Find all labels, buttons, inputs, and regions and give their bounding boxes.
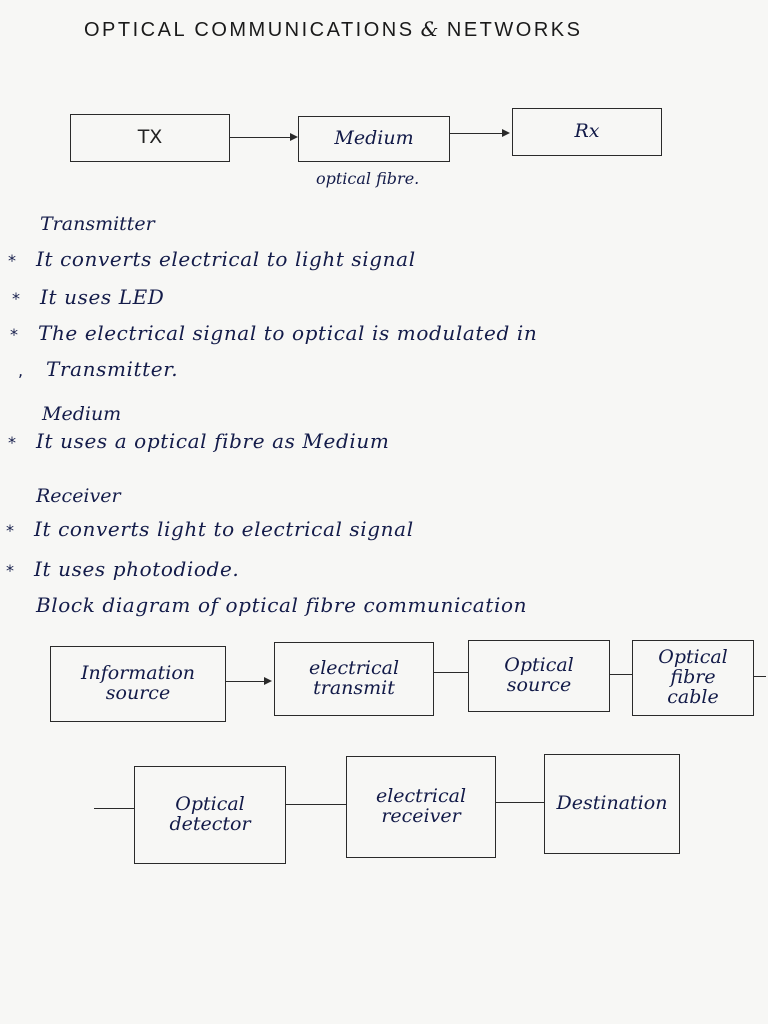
medium-caption: optical fibre. <box>316 169 420 188</box>
tx-medium-connector <box>230 137 292 138</box>
bullet: * <box>6 521 15 540</box>
title-ampersand: & <box>420 17 441 41</box>
block-label: Information source <box>80 662 196 704</box>
block-label: electrical transmit <box>308 657 400 699</box>
connector <box>434 672 468 673</box>
medium-label: Medium <box>334 127 414 150</box>
tx-block: TX <box>70 114 230 162</box>
bullet: * <box>12 289 21 308</box>
bullet: * <box>6 561 15 580</box>
block-label: Optical fibre cable <box>658 646 728 708</box>
page-title: OPTICAL COMMUNICATIONS&NETWORKS <box>84 18 582 41</box>
transmitter-heading: Transmitter <box>40 213 155 235</box>
destination-block: Destination <box>544 754 680 854</box>
medium-heading: Medium <box>42 403 122 425</box>
arrow-head <box>264 677 272 685</box>
receiver-line: *It uses photodiode. <box>6 557 240 581</box>
optical-fibre-cable-block: Optical fibre cable <box>632 640 754 716</box>
medium-block: Medium <box>298 116 450 162</box>
medium-line: *It uses a optical fibre as Medium <box>8 429 390 453</box>
bullet: , <box>18 361 24 380</box>
block-label: electrical receiver <box>375 785 467 827</box>
block-label: Optical detector <box>169 793 251 835</box>
receiver-line: *It converts light to electrical signal <box>6 517 414 541</box>
transmitter-line: *The electrical signal to optical is mod… <box>10 321 538 345</box>
connector <box>94 808 134 809</box>
connector <box>610 674 632 675</box>
transmitter-line: ,Transmitter. <box>18 357 179 381</box>
connector <box>226 681 266 682</box>
medium-rx-connector <box>450 133 504 134</box>
rx-block: Rx <box>512 108 662 156</box>
arrow-head <box>290 133 298 141</box>
transmitter-line: *It converts electrical to light signal <box>8 247 416 271</box>
title-right: NETWORKS <box>446 19 583 41</box>
arrow-head <box>502 129 510 137</box>
electrical-transmit-block: electrical transmit <box>274 642 434 716</box>
connector <box>286 804 346 805</box>
information-source-block: Information source <box>50 646 226 722</box>
tx-label: TX <box>137 126 163 149</box>
electrical-receiver-block: electrical receiver <box>346 756 496 858</box>
transmitter-line: *It uses LED <box>12 285 165 309</box>
receiver-heading: Receiver <box>36 485 121 507</box>
block-label: Optical source <box>504 654 574 696</box>
bullet: * <box>10 325 19 344</box>
optical-detector-block: Optical detector <box>134 766 286 864</box>
block-label: Destination <box>556 792 668 815</box>
connector <box>754 676 766 677</box>
rx-label: Rx <box>574 120 600 143</box>
bullet: * <box>8 433 17 452</box>
title-left: OPTICAL COMMUNICATIONS <box>84 19 415 41</box>
block-diagram-heading: Block diagram of optical fibre communica… <box>36 593 528 617</box>
connector <box>496 802 544 803</box>
optical-source-block: Optical source <box>468 640 610 712</box>
bullet: * <box>8 251 17 270</box>
